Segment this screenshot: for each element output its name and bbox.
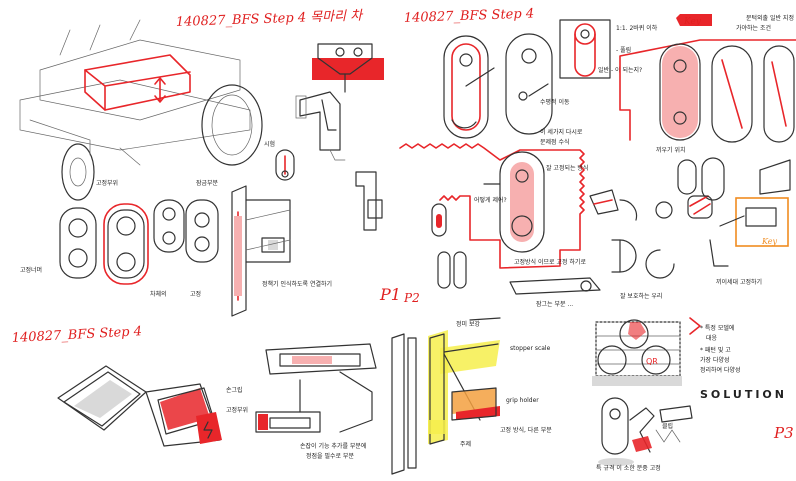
solution-label: SOLUTION [700,388,787,401]
svg-text:정점을 필수로 부분: 정점을 필수로 부분 [306,453,354,460]
svg-text:가장 다양성: 가장 다양성 [700,356,730,364]
svg-text:가야하는 조건: 가야하는 조건 [736,24,771,32]
clip-device-sketch [598,397,693,466]
svg-text:손잡이 기능 추가를 부분에: 손잡이 기능 추가를 부분에 [300,442,366,450]
red-wavy-outline [399,143,585,269]
small-pills [431,203,467,289]
loop-sketch-1 [443,35,495,139]
holder-plate-1 [59,207,97,279]
svg-text:정미 보강: 정미 보강 [456,320,480,328]
qr-label: QR [646,357,658,366]
svg-text:문제점 수식: 문제점 수식 [540,138,570,146]
svg-text:대응: 대응 [706,334,718,342]
tall-bracket-sketch [391,317,501,475]
bracket-sketch-red [312,43,384,93]
header-top-mid: 140827_BFS Step 4 [404,6,535,26]
svg-text:잠금부분: 잠금부분 [196,180,219,187]
svg-text:고정부위: 고정부위 [96,179,118,187]
small-parts-cluster [589,189,729,279]
svg-text:잠그는 부분 ...: 잠그는 부분 ... [536,301,573,308]
red-wavy-outline-right [619,39,796,141]
solution-diagram: QR [592,317,701,386]
header-bottom-left: 140827_BFS Step 4 [11,324,142,346]
svg-text:잘 고정되는 방식: 잘 고정되는 방식 [546,164,588,172]
svg-text:고정방식 이므로 고정 하기로: 고정방식 이므로 고정 하기로 [514,258,586,266]
holder-plate-3 [153,199,185,253]
hinge-bracket-sketch [295,91,346,161]
svg-text:stopper scale: stopper scale [510,345,551,352]
svg-text:고정너머: 고정너머 [20,266,42,274]
loop-sketch-2 [505,33,553,135]
handle-device-sketch [57,365,222,447]
gear-mechanism-sketch: 1:1. 2바퀴 이하 - 풀림 일반 - 이 되는지? [559,19,658,79]
svg-text:정책기 인식하도록 연결하기: 정책기 인식하도록 연결하기 [262,280,332,288]
svg-text:손그립: 손그립 [226,386,243,394]
clip-row [677,157,791,201]
svg-text:잘 보호하는 우리: 잘 보호하는 우리 [620,292,662,300]
svg-text:클립: 클립 [662,422,673,430]
svg-text:문턱외출 일반 지정: 문턱외출 일반 지정 [746,14,794,22]
svg-text:차체의: 차체의 [150,290,167,298]
svg-text:정리하여 다양성: 정리하여 다양성 [700,366,741,374]
svg-text:- 풀림: - 풀림 [616,46,631,54]
svg-text:grip holder: grip holder [506,397,539,404]
key-mechanism-orange: Key [719,197,789,247]
svg-text:* 패턴 및 고: * 패턴 및 고 [700,346,731,354]
label-p1: P1 [379,285,401,304]
svg-text:고정 방식, 다른 부분: 고정 방식, 다른 부분 [500,426,552,434]
svg-text:1:1. 2바퀴 이하: 1:1. 2바퀴 이하 [616,24,658,32]
holder-plate-4 [185,199,219,263]
label-p2: P2 [403,291,420,305]
svg-text:시험: 시험 [264,140,275,148]
key-label-2: Key [761,237,777,246]
svg-text:고정부위: 고정부위 [226,406,248,414]
header-top-left: 140827_BFS Step 4 목마리 차 [176,8,365,30]
latch-sketch: 잠그는 부분 ... 잘 보호하는 우리 [509,277,662,308]
svg-text:끼이세대 고정하기: 끼이세대 고정하기 [716,278,762,286]
svg-text:* 특정 모델에: * 특정 모델에 [700,324,734,332]
holder-plate-2-red [103,203,149,285]
key-label-1: Key [683,17,702,27]
svg-text:어떻게 제어?: 어떻게 제어? [474,196,507,204]
svg-text:수평적 이동: 수평적 이동 [540,98,570,106]
svg-text:끼우기 위치: 끼우기 위치 [656,146,686,154]
lock-pin-sketch: 시험 [264,140,295,181]
key-tag-1: Key [676,14,712,27]
side-bracket-sketch [355,171,383,231]
rail-arm-sketch: 정책기 인식하도록 연결하기 [231,185,332,317]
svg-text:특 규격 이 소한 분중 고정: 특 규격 이 소한 분중 고정 [596,464,661,472]
label-p3: P3 [773,424,794,442]
horizontal-assembly-sketch [255,343,377,433]
vehicle-sketch [19,19,263,201]
capsule-triple [659,43,795,143]
loop-sketch-3 [483,151,545,253]
svg-text:주제: 주제 [460,440,471,448]
svg-text:이 세가지 다시로: 이 세가지 다시로 [540,128,583,136]
svg-text:고정: 고정 [190,291,201,298]
